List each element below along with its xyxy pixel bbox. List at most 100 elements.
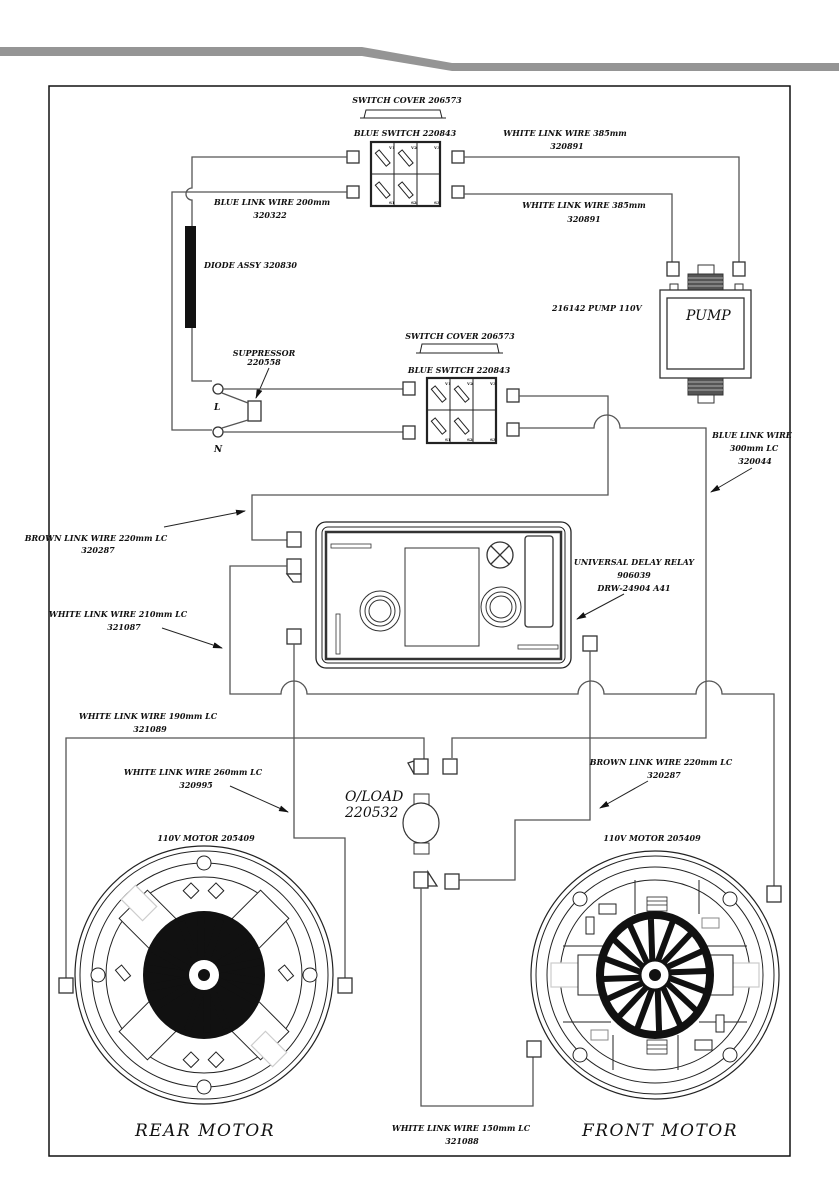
overload-terminal-2[interactable] <box>442 758 458 775</box>
overload-protector <box>402 793 440 855</box>
fan-blade <box>203 918 225 963</box>
fan-blade <box>197 917 206 962</box>
wire-white-385-b <box>464 193 673 262</box>
header-band <box>0 47 839 71</box>
front-motor-terminal-left[interactable] <box>526 1040 542 1058</box>
fan-blade <box>664 980 700 1014</box>
diode-assembly <box>185 226 196 328</box>
pump-body-label: PUMP <box>685 308 731 324</box>
svg-text:V1: V1 <box>388 145 395 150</box>
fan-blade <box>216 958 262 974</box>
fan-blade <box>202 988 211 1033</box>
bottom-switch-terminal-right-2[interactable] <box>506 422 520 437</box>
fan-blade <box>600 954 643 976</box>
front-motor-terminal-right[interactable] <box>766 885 782 903</box>
svg-text:S3: S3 <box>434 200 440 205</box>
pump: PUMP <box>659 264 752 404</box>
white-190-line1: WHITE LINK WIRE 190mm LC <box>79 711 218 721</box>
top-switch-terminal-right-1[interactable] <box>451 150 465 164</box>
wire-blue-200 <box>171 191 347 431</box>
overload-terminal-4[interactable] <box>444 873 460 890</box>
relay-terminal-3[interactable] <box>286 628 302 645</box>
fan-blade <box>177 920 201 965</box>
brown-220-b-line1: BROWN LINK WIRE 220mm LC <box>589 757 733 767</box>
fan-blade <box>207 985 231 1030</box>
relay-terminal-2[interactable] <box>286 558 302 575</box>
blue-300-line2: 300mm LC <box>730 443 779 453</box>
top-switch-terminal-left-2[interactable] <box>346 185 360 199</box>
bottom-switch-terminal-right-1[interactable] <box>506 388 520 403</box>
top-switch-terminal-left-1[interactable] <box>346 150 360 164</box>
svg-text:V2: V2 <box>466 381 473 386</box>
bottom-switch-cover-label: SWITCH COVER 206573 <box>405 331 515 341</box>
wire-white-150 <box>420 888 534 1107</box>
fan-blade <box>217 971 263 986</box>
fan-blade <box>654 988 663 1031</box>
fan-blade <box>660 985 683 1027</box>
rear-motor-terminal-right[interactable] <box>337 977 353 994</box>
fan-blade <box>183 987 205 1032</box>
diode-label: DIODE ASSY 320830 <box>203 260 297 270</box>
mains-neutral-label: N <box>213 445 223 455</box>
white-385-b-line2: 320891 <box>567 214 600 224</box>
white-385-a-line1: WHITE LINK WIRE 385mm <box>503 128 626 138</box>
brown-220-a-line2: 320287 <box>81 545 115 555</box>
overload-label-line1: O/LOAD <box>345 789 403 805</box>
fan-blade <box>146 976 192 992</box>
front-motor-title: FRONT MOTOR <box>581 1121 738 1141</box>
wire-white-385-a <box>464 156 740 262</box>
top-switch-cover: SWITCH COVER 206573 <box>352 95 462 119</box>
svg-text:S1: S1 <box>389 200 395 205</box>
fan-blade <box>610 936 646 970</box>
fan-blade <box>212 981 247 1020</box>
overload-terminal-3[interactable] <box>413 871 429 889</box>
front-motor <box>530 850 780 1100</box>
fan-blade <box>145 964 191 979</box>
white-190-line2: 321089 <box>133 724 167 734</box>
rear-motor-terminal-left[interactable] <box>58 977 74 994</box>
svg-text:V2: V2 <box>410 145 417 150</box>
fan-blade <box>150 945 193 974</box>
bottom-switch[interactable]: V1 V2 V3 S1 S2 S3 <box>425 376 498 445</box>
relay-label-line1: UNIVERSAL DELAY RELAY <box>574 557 696 567</box>
mains-terminal-neutral[interactable] <box>212 426 224 438</box>
white-385-a-line2: 320891 <box>550 141 583 151</box>
fan-blade <box>603 980 645 1003</box>
relay-label-line2: 906039 <box>617 570 651 580</box>
rear-motor-spec: 110V MOTOR 205409 <box>157 833 255 843</box>
pump-label: 216142 PUMP 110V <box>551 303 643 313</box>
fan-blade <box>660 930 694 966</box>
wire-blue-300 <box>451 414 707 758</box>
relay-label-line3: DRW-24904 A41 <box>596 583 670 593</box>
mains-terminal-live[interactable] <box>212 383 224 395</box>
top-switch-label: BLUE SWITCH 220843 <box>353 128 457 138</box>
overload-terminal-1[interactable] <box>413 758 429 775</box>
top-switch-terminal-right-2[interactable] <box>451 185 465 199</box>
fan-blade <box>668 967 711 976</box>
mains-live-label: L <box>213 403 220 413</box>
fan-blade <box>647 919 656 962</box>
fan-blade <box>215 976 258 1005</box>
bottom-switch-terminal-left-2[interactable] <box>402 425 416 440</box>
relay-terminal-1[interactable] <box>286 531 302 548</box>
fan-blade <box>627 923 650 965</box>
fan-blade <box>667 974 710 996</box>
svg-text:S2: S2 <box>411 200 417 205</box>
pump-terminal-right[interactable] <box>732 261 746 277</box>
blue-200-line2: 320322 <box>253 210 287 220</box>
fan-blade <box>208 926 242 966</box>
top-switch[interactable]: V1 V2 V3 S1 S2 S3 <box>369 140 442 208</box>
fan-blade <box>634 987 656 1030</box>
white-210-line1: WHITE LINK WIRE 210mm LC <box>49 609 188 619</box>
svg-text:V3: V3 <box>433 145 440 150</box>
overload-label-line2: 220532 <box>344 805 399 821</box>
white-385-b-line1: WHITE LINK WIRE 385mm <box>522 200 645 210</box>
pump-terminal-left[interactable] <box>666 261 680 277</box>
bottom-switch-terminal-left-1[interactable] <box>402 381 416 396</box>
svg-text:S2: S2 <box>467 437 473 442</box>
fan-blade <box>599 974 642 983</box>
blue-300-line3: 320044 <box>738 456 772 466</box>
relay-terminal-4[interactable] <box>582 635 598 652</box>
top-switch-cover-label: SWITCH COVER 206573 <box>352 95 462 105</box>
